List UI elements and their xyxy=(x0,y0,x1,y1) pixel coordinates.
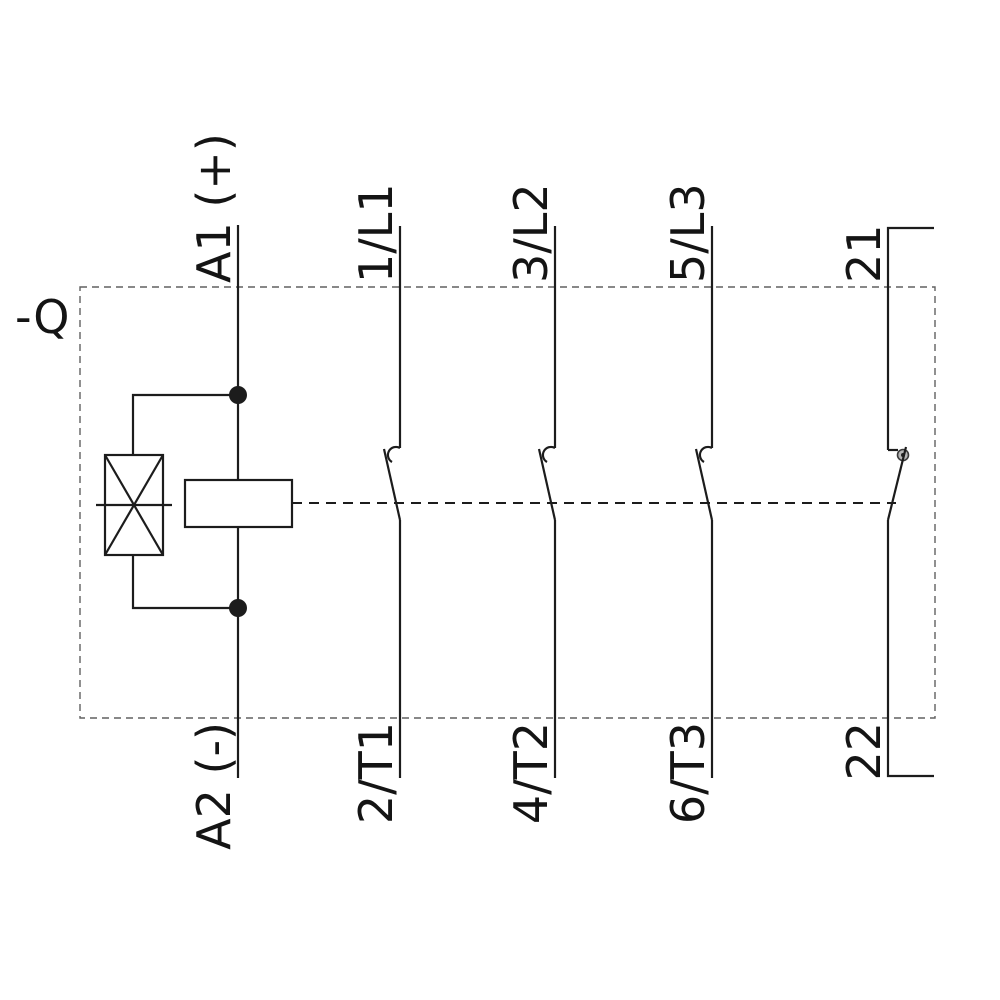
terminal-label-2t1: 2/T1 xyxy=(349,722,403,824)
pole3-moving-blade xyxy=(694,448,714,521)
pole1-moving-blade xyxy=(382,448,402,521)
terminal-label-6t3: 6/T3 xyxy=(661,722,715,824)
suppressor-bottom-wire xyxy=(131,555,238,610)
main-pole-1 xyxy=(382,226,402,778)
device-boundary-box xyxy=(79,286,936,719)
terminal-label-a2: A2 (-) xyxy=(187,722,241,850)
aux-bottom-wire xyxy=(886,520,934,778)
terminal-label-4t2: 4/T2 xyxy=(504,722,558,824)
suppressor-top-wire xyxy=(131,393,238,455)
pole2-moving-blade xyxy=(537,448,557,521)
main-pole-3 xyxy=(694,226,714,778)
terminal-label-1l1: 1/L1 xyxy=(349,183,403,283)
pole1-fixed-contact-hook xyxy=(386,445,401,463)
coil-branch xyxy=(183,225,294,778)
aux-moving-blade xyxy=(886,446,908,521)
device-label: -Q xyxy=(15,290,70,344)
terminal-label-3l2: 3/L2 xyxy=(504,183,558,283)
main-pole-2 xyxy=(537,226,557,778)
coil-symbol xyxy=(183,478,294,529)
aux-top-wire xyxy=(886,226,934,450)
terminal-label-5l3: 5/L3 xyxy=(661,183,715,283)
pole3-fixed-contact-hook xyxy=(698,445,713,463)
pole2-fixed-contact-hook xyxy=(541,445,556,463)
terminal-label-a1: A1 (+) xyxy=(187,133,241,283)
aux-contact-nc xyxy=(886,226,934,778)
surge-suppressor-branch xyxy=(96,393,238,610)
terminal-label-21: 21 xyxy=(837,224,891,283)
terminal-label-22: 22 xyxy=(837,722,891,781)
